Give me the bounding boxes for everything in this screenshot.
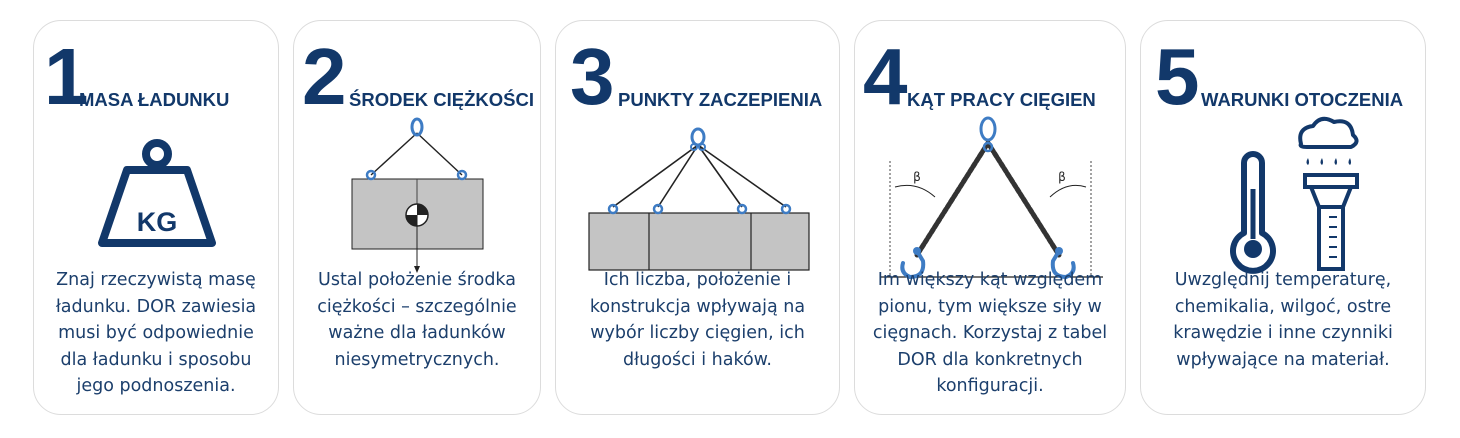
step-number: 5 (1155, 32, 1199, 121)
chain-angle-icon: β β (855, 111, 1125, 281)
attachment-points-icon (556, 111, 839, 281)
card-title: ŚRODEK CIĘŻKOŚCI (349, 89, 535, 110)
angle-label-left: β (913, 170, 921, 184)
thermometer-icon (1230, 151, 1276, 274)
step-number: 2 (302, 32, 346, 121)
card-description: Ustal położenie środka ciężkości – szcze… (317, 270, 517, 370)
rain-cloud-icon (1298, 116, 1359, 165)
humidity-gauge-icon (1303, 173, 1359, 271)
step-number: 4 (863, 32, 907, 121)
card-header: 5 WARUNKI OTOCZENIA (1141, 37, 1425, 117)
card-center-of-gravity: 2 ŚRODEK CIĘŻKOŚCI Ustal położenie środk… (293, 20, 541, 415)
angle-label-right: β (1058, 170, 1066, 184)
weight-label: KG (137, 207, 178, 237)
card-title: MASA ŁADUNKU (79, 89, 230, 110)
center-of-gravity-icon (294, 111, 540, 281)
card-header: 4 KĄT PRACY CIĘGIEN (855, 37, 1125, 117)
step-number: 3 (570, 32, 614, 121)
card-title: KĄT PRACY CIĘGIEN (907, 89, 1096, 110)
card-header: 2 ŚRODEK CIĘŻKOŚCI (294, 37, 540, 117)
environment-icon (1141, 111, 1425, 281)
card-chain-angle: 4 KĄT PRACY CIĘGIEN β β Im w (854, 20, 1126, 415)
card-title: WARUNKI OTOCZENIA (1201, 89, 1404, 110)
step-number: 1 (44, 32, 88, 121)
card-title: PUNKTY ZACZEPIENIA (618, 89, 823, 110)
card-description: Uwzględnij temperaturę, chemikalia, wilg… (1173, 270, 1393, 370)
card-description: Znaj rzeczywistą masę ładunku. DOR zawie… (55, 270, 257, 396)
card-header: 1 MASA ŁADUNKU (34, 37, 278, 117)
card-environment: 5 WARUNKI OTOCZENIA (1140, 20, 1426, 415)
card-header: 3 PUNKTY ZACZEPIENIA (556, 37, 839, 117)
card-description: Im większy kąt względem pionu, tym więks… (872, 270, 1108, 396)
card-load-mass: 1 MASA ŁADUNKU KG Znaj rzeczywistą masę … (33, 20, 279, 415)
kg-weight-icon: KG (34, 111, 278, 281)
card-description: Ich liczba, położenie i konstrukcja wpły… (589, 270, 806, 370)
card-attachment-points: 3 PUNKTY ZACZEPIENIA Ich liczba, po (555, 20, 840, 415)
